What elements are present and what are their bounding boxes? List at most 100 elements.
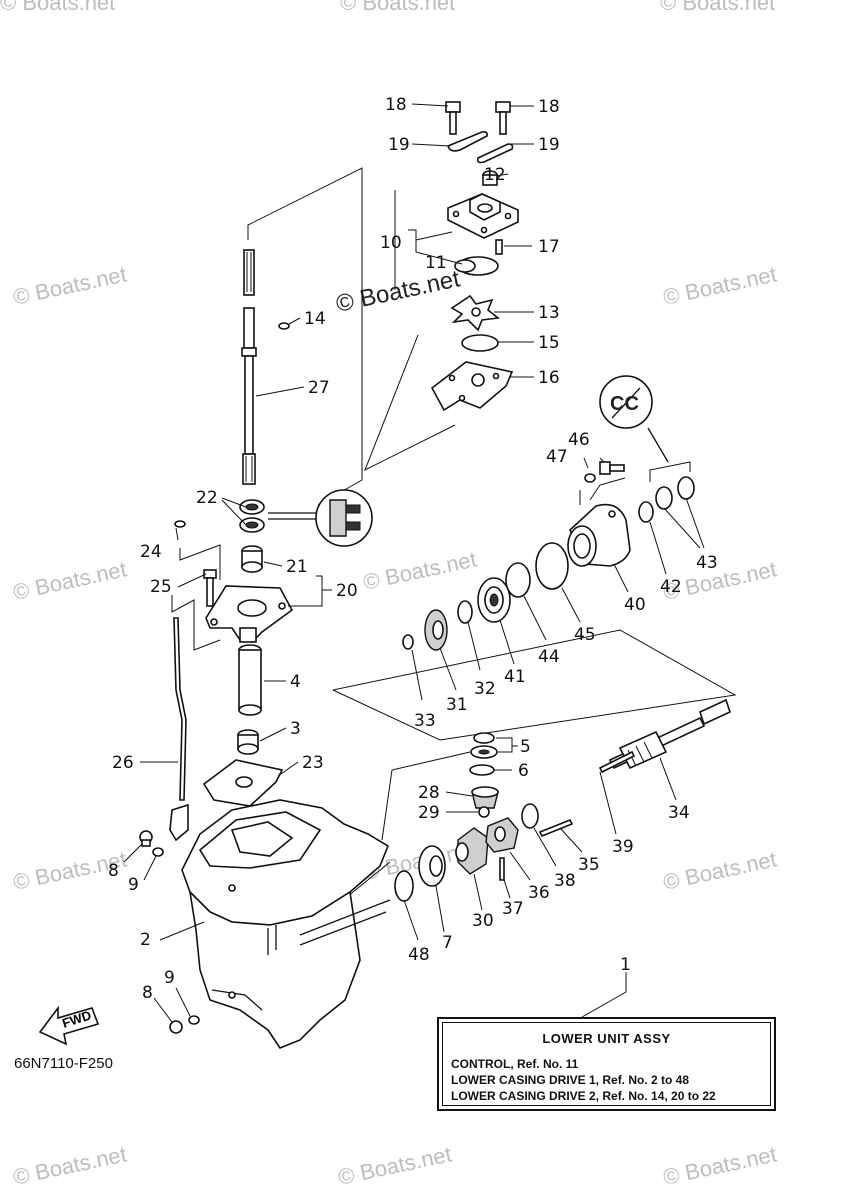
washer-9-upper [152,847,164,857]
watermark: © Boats.net [11,1141,129,1189]
bolt-8-upper [139,830,153,847]
spring-39 [598,750,636,774]
washer-32 [457,600,473,624]
shift-rod-26 [173,617,187,801]
callout-26: 26 [112,753,134,773]
callout-8: 8 [108,861,119,881]
callout-46: 46 [568,430,590,450]
callout-35: 35 [578,855,600,875]
callout-34: 34 [668,803,690,823]
plate-19-right [476,143,514,164]
gasket-23 [202,759,284,807]
watermark: © Boats.net [661,846,779,894]
housing-20 [205,585,294,643]
callout-32: 32 [474,679,496,699]
callout-39: 39 [612,837,634,857]
callout-2: 2 [140,930,151,950]
gear-30 [455,827,489,875]
circlip-33 [402,634,414,650]
assembly-lines [171,167,737,936]
washer-38 [521,803,539,829]
callout-labels: 18 18 19 19 12 10 11 17 13 15 16 14 27 2… [108,95,718,1003]
pinion-28 [471,786,499,809]
bolt-25 [203,569,217,607]
callout-47: 47 [546,447,568,467]
callout-1: 1 [620,955,631,975]
cc-label: CC [610,393,639,415]
callout-11: 11 [425,253,447,273]
assy-line: CONTROL, Ref. No. 11 [451,1057,579,1071]
pin-24 [174,520,186,528]
gear-31 [424,609,448,651]
watermark: © Boats.net [0,0,115,15]
watermark: © Boats.net [340,0,455,15]
watermark: © Boats.net [11,261,129,309]
key-14 [278,322,290,330]
diagram-code: 66N7110-F250 [14,1055,113,1072]
bolt-46 [599,461,625,475]
callout-37: 37 [502,899,524,919]
callout-27: 27 [308,378,330,398]
watermark: © Boats.net [11,556,129,604]
callout-22: 22 [196,488,218,508]
callout-33: 33 [414,711,436,731]
washer-9-lower [188,1015,200,1025]
callout-36: 36 [528,883,550,903]
watermark: © Boats.net [661,261,779,309]
pin-35 [538,818,574,838]
callout-7: 7 [442,933,453,953]
callout-8: 8 [142,983,153,1003]
o-ring-44 [505,562,531,598]
bearing-7 [418,845,446,887]
seal-3 [237,729,259,755]
grease-callout-22 [268,489,373,547]
callout-43: 43 [696,553,718,573]
callout-10: 10 [380,233,402,253]
bolt-8-lower [169,1020,183,1034]
callout-12: 12 [484,165,506,185]
callout-5: 5 [520,737,531,757]
callout-25: 25 [150,577,172,597]
watermark: © Boats.net [361,546,479,594]
watermark: © Boats.net [661,1141,779,1189]
lower-casing-2 [181,799,391,1049]
assy-line: LOWER CASING DRIVE 1, Ref. No. 2 to 48 [451,1073,690,1087]
assy-box-inner-border [442,1022,771,1106]
callout-31: 31 [446,695,468,715]
pin-17 [495,239,503,255]
bearings-22 [239,499,265,533]
cc-callout: CC [599,375,669,463]
callout-9: 9 [128,875,139,895]
callout-48: 48 [408,945,430,965]
callout-18: 18 [538,97,560,117]
callout-38: 38 [554,871,576,891]
sleeve-4 [238,644,262,716]
drive-shaft-27 [241,249,257,485]
callout-29: 29 [418,803,440,823]
callout-9: 9 [164,968,175,988]
shim-48 [394,870,414,902]
callout-21: 21 [286,557,308,577]
clutch-36 [485,817,519,853]
callout-6: 6 [518,761,529,781]
insert-12 [482,170,498,186]
watermark: © Boats.net [660,0,775,15]
shift-cam [169,803,189,842]
bearing-41 [477,577,511,623]
o-ring-15 [461,334,499,352]
callout-4: 4 [290,672,301,692]
bolt-18-right [495,101,511,135]
shim-6 [469,764,495,776]
callout-28: 28 [418,783,440,803]
lower-unit-assy-box: LOWER UNIT ASSY CONTROL, Ref. No. 11 LOW… [437,1017,776,1111]
pin-37 [499,857,505,881]
bushing-42 [638,501,654,523]
callout-19: 19 [538,135,560,155]
washers-5 [470,732,498,759]
assy-line: LOWER CASING DRIVE 2, Ref. No. 14, 20 to… [451,1089,716,1103]
cartridge-11 [454,256,499,276]
assy-title: LOWER UNIT ASSY [542,1031,671,1046]
callout-18: 18 [385,95,407,115]
watermark: © Boats.net [336,1141,454,1189]
